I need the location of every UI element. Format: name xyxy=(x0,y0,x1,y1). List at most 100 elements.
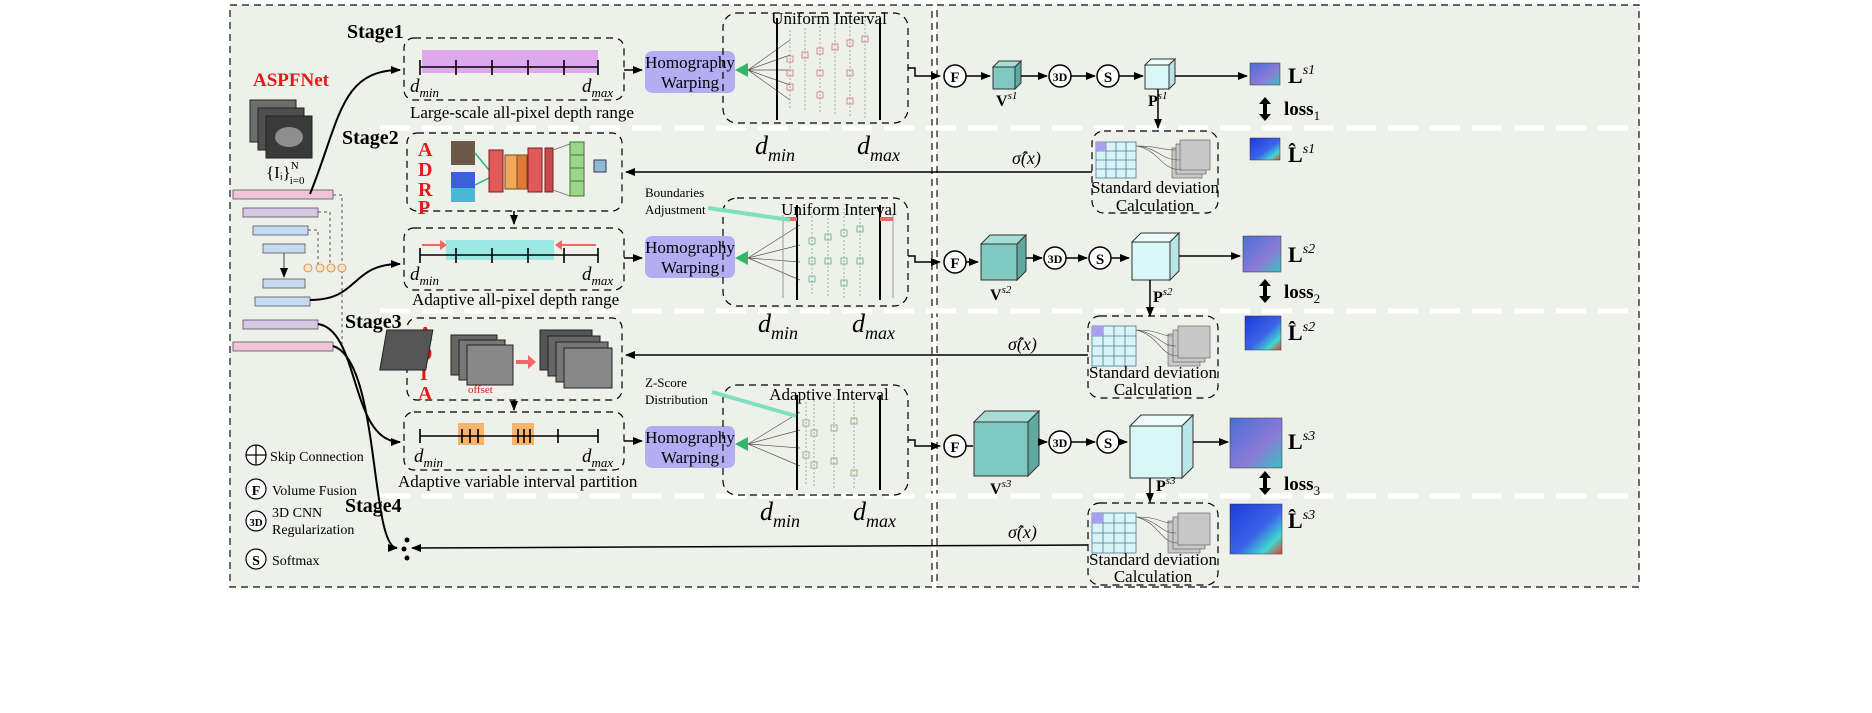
s2-dmin: dmin xyxy=(410,264,439,288)
svg-text:S: S xyxy=(1096,252,1104,268)
volume-v2 xyxy=(979,233,1028,282)
range-to-homography-arrows xyxy=(624,66,643,445)
v2-label: Vs2 xyxy=(990,284,1012,304)
svg-text:L̂s2: L̂s2 xyxy=(1288,320,1315,345)
sampling-box-1: Uniform Interval xyxy=(722,9,909,124)
stage2-label: Stage2 xyxy=(342,127,399,149)
svg-text:dmin: dmin xyxy=(758,309,798,343)
stage4-ellipsis xyxy=(401,537,410,561)
s1-axis xyxy=(419,60,599,75)
zscore-pointer xyxy=(711,390,797,418)
svg-text:Ls2: Ls2 xyxy=(1288,242,1315,267)
s1-range-box xyxy=(403,37,625,101)
svg-text:Standard deviation: Standard deviation xyxy=(1089,550,1217,569)
adia-slices-out xyxy=(539,329,613,389)
depth-map-Lhat1: L̂s1 xyxy=(1249,137,1315,167)
zscore-label-2: Distribution xyxy=(645,392,708,407)
svg-text:Ls3: Ls3 xyxy=(1288,429,1315,454)
svg-text:Homography: Homography xyxy=(645,53,735,72)
stage-connectors xyxy=(309,66,401,552)
p1-label: Ps1 xyxy=(1148,90,1168,110)
s1-range-bar xyxy=(422,50,598,73)
network-name: ASPFNet xyxy=(253,70,330,91)
svg-text:R: R xyxy=(418,179,433,201)
homography-block-2: Homography Warping xyxy=(645,236,735,278)
sigma-3: σ̂(x) xyxy=(1008,522,1037,543)
svg-text:dmin: dmin xyxy=(760,497,800,531)
loss-1: loss1 xyxy=(1259,97,1320,123)
legend-skip: Skip Connection xyxy=(270,450,364,465)
loss-3: loss3 xyxy=(1259,471,1320,498)
legend-reg2: Regularization xyxy=(272,523,354,538)
svg-text:F: F xyxy=(950,256,959,272)
row3-pipeline: F Vs3 3D S Ps3 xyxy=(943,409,1229,503)
svg-text:Homography: Homography xyxy=(645,238,735,257)
svg-text:L̂s1: L̂s1 xyxy=(1288,142,1315,167)
depth-map-L1: Ls1 xyxy=(1249,62,1315,88)
svg-text:S: S xyxy=(1104,436,1112,452)
svg-text:P: P xyxy=(418,197,430,219)
svg-text:3D: 3D xyxy=(1053,436,1068,450)
prob-volume-p2 xyxy=(1130,231,1181,282)
left-panel xyxy=(229,4,933,588)
adia-arrow xyxy=(516,355,536,369)
sampling-box-2: Uniform Interval xyxy=(722,197,909,307)
svg-text:F: F xyxy=(950,440,959,456)
sampling-depth-labels: dmin dmax dmin dmax dmin dmax xyxy=(755,131,900,531)
s3-dmin: dmin xyxy=(414,446,443,470)
offset-label: offset xyxy=(468,384,493,396)
depth-map-Lhat3: L̂s3 xyxy=(1229,503,1315,555)
s3-dmax: dmax xyxy=(582,446,613,470)
svg-text:A: A xyxy=(418,383,433,405)
stage4-label: Stage4 xyxy=(345,495,402,517)
homography-block-1: Homography Warping xyxy=(645,51,735,93)
legend-softmax: Softmax xyxy=(272,554,319,569)
svg-text:Warping: Warping xyxy=(661,258,720,277)
depth-map-L2: Ls2 xyxy=(1242,235,1315,273)
sigma-feedback-arrows xyxy=(411,168,1092,552)
prob-volume-p3 xyxy=(1128,413,1195,480)
std-dev-box-2: Standard deviation Calculation xyxy=(1087,315,1219,399)
depth-map-L3: Ls3 xyxy=(1229,417,1315,469)
v1-label: Vs1 xyxy=(996,90,1017,110)
s3-axis xyxy=(419,429,599,443)
svg-text:Calculation: Calculation xyxy=(1114,380,1193,399)
cnn-reg-icon: 3D xyxy=(245,510,267,532)
svg-text:F: F xyxy=(252,484,261,499)
svg-text:dmin: dmin xyxy=(755,131,795,165)
svg-text:3D: 3D xyxy=(249,517,263,529)
svg-text:S: S xyxy=(252,554,260,569)
s1-dmin: dmin xyxy=(410,76,439,100)
softmax-icon: S xyxy=(245,548,267,570)
s1-dmax: dmax xyxy=(582,76,613,100)
std-dev-box-1: Standard deviation Calculation xyxy=(1091,130,1219,215)
svg-text:Ls1: Ls1 xyxy=(1288,63,1315,88)
boundaries-pointer xyxy=(707,206,791,222)
stage1-label: Stage1 xyxy=(347,21,404,43)
homography-block-3: Homography Warping xyxy=(645,426,735,468)
p2-label: Ps2 xyxy=(1153,286,1173,306)
stage3-label: Stage3 xyxy=(345,311,402,333)
svg-text:Warping: Warping xyxy=(661,448,720,467)
svg-text:3D: 3D xyxy=(1048,252,1063,266)
depth-map-Lhat2: L̂s2 xyxy=(1244,315,1315,351)
volume-v3 xyxy=(972,409,1041,478)
s1-range-caption: Large-scale all-pixel depth range xyxy=(410,103,634,122)
prob-volume-p1 xyxy=(1143,57,1177,91)
svg-text:loss2: loss2 xyxy=(1284,282,1320,306)
svg-text:dmax: dmax xyxy=(857,131,900,165)
adrp-label: A D R P xyxy=(418,139,433,219)
svg-text:A: A xyxy=(418,139,433,161)
svg-text:Homography: Homography xyxy=(645,428,735,447)
s2-range-bar xyxy=(446,240,554,260)
input-images xyxy=(249,99,313,159)
v3-label: Vs3 xyxy=(990,478,1012,498)
uniform-interval-2: Uniform Interval xyxy=(781,200,897,219)
boundaries-label-1: Boundaries xyxy=(645,185,704,200)
boundary-arrow-right xyxy=(555,240,596,250)
s2-dmax: dmax xyxy=(582,264,613,288)
adrp-box xyxy=(406,132,623,212)
svg-text:dmax: dmax xyxy=(852,309,895,343)
